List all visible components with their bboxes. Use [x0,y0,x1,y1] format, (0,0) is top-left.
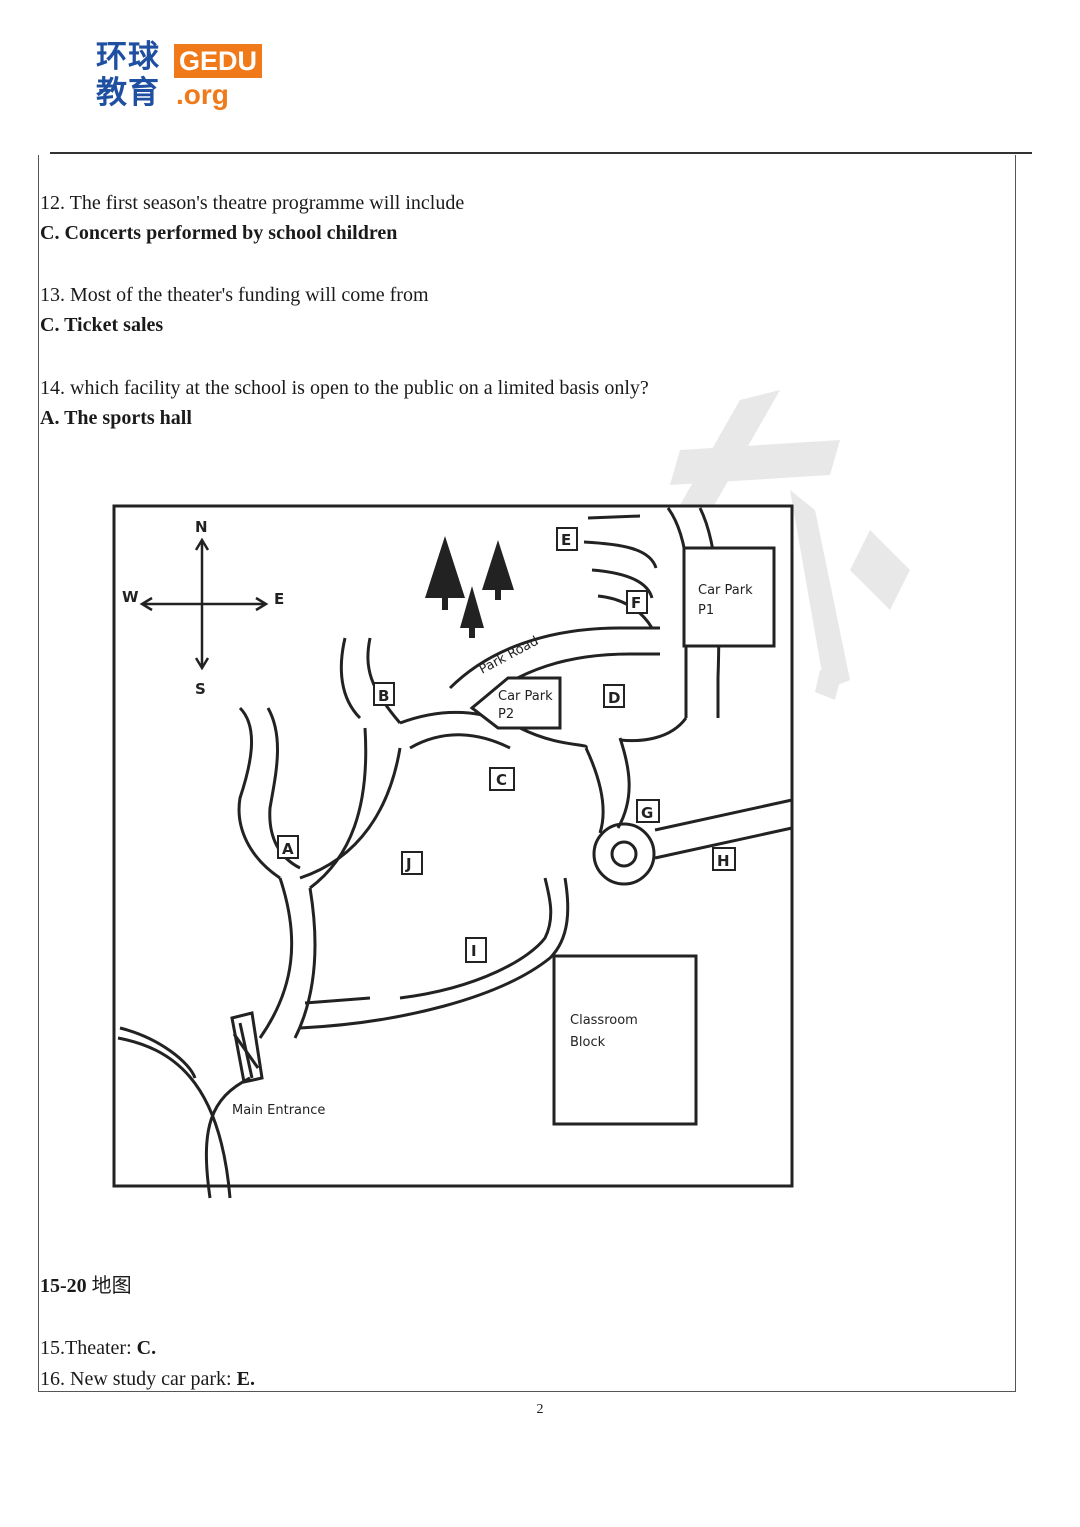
label-i: I [471,942,477,960]
answer-15: 15.Theater: C. [40,1337,157,1359]
map-letter-boxes [277,527,736,963]
question-text: 12. The first season's theatre programme… [40,192,465,214]
gedu-logo: 环球 教育 GEDU .org [96,40,276,112]
compass-s: S [195,680,206,698]
label-a: A [282,840,294,858]
question-12: 12. The first season's theatre programme… [40,188,464,248]
label-e: E [561,531,571,549]
compass-rose [139,537,269,671]
car-park-p2-label: Car Park [498,689,553,704]
label-d: D [608,689,620,707]
trees-icon [425,536,514,638]
roads [117,507,793,1199]
section-heading: 15-20 地图 [40,1275,132,1297]
classroom-label: Classroom [570,1013,638,1028]
question-14: 14. which facility at the school is open… [40,373,649,433]
logo-gedu-badge: GEDU [174,44,262,78]
header-divider [50,152,1032,154]
answer-text: C. Ticket sales [40,314,164,336]
label-g: G [641,804,653,822]
classroom-label-2: Block [570,1035,606,1050]
question-13: 13. Most of the theater's funding will c… [40,280,429,340]
car-park-p1-code: P1 [698,603,714,618]
answer-16: 16. New study car park: E. [40,1368,255,1390]
gate-icon [230,1011,264,1084]
car-park-p2-code: P2 [498,707,514,722]
question-text: 13. Most of the theater's funding will c… [40,284,429,306]
label-c: C [496,771,507,789]
car-park-p1-label: Car Park [698,583,753,598]
watermark [660,390,910,700]
car-park-p1 [682,546,776,648]
roundabout [592,822,656,886]
answer-text: A. The sports hall [40,407,192,429]
page-number: 2 [536,1402,544,1417]
label-f: F [631,594,641,612]
answer-text: C. Concerts performed by school children [40,222,398,244]
content-frame [38,155,1016,1392]
main-entrance-label: Main Entrance [232,1103,325,1118]
label-j: J [405,855,412,873]
compass-e: E [274,590,284,608]
school-map: N S W E [112,504,794,1199]
compass-w: W [122,588,139,606]
logo-org-text: .org [176,79,229,110]
classroom-block [552,954,698,1126]
label-h: H [717,852,730,870]
label-b: B [378,687,389,705]
logo-chinese-text: 环球 教育 [96,39,160,111]
question-text: 14. which facility at the school is open… [40,377,649,399]
compass-n: N [195,518,208,536]
car-park-p2 [469,676,562,730]
